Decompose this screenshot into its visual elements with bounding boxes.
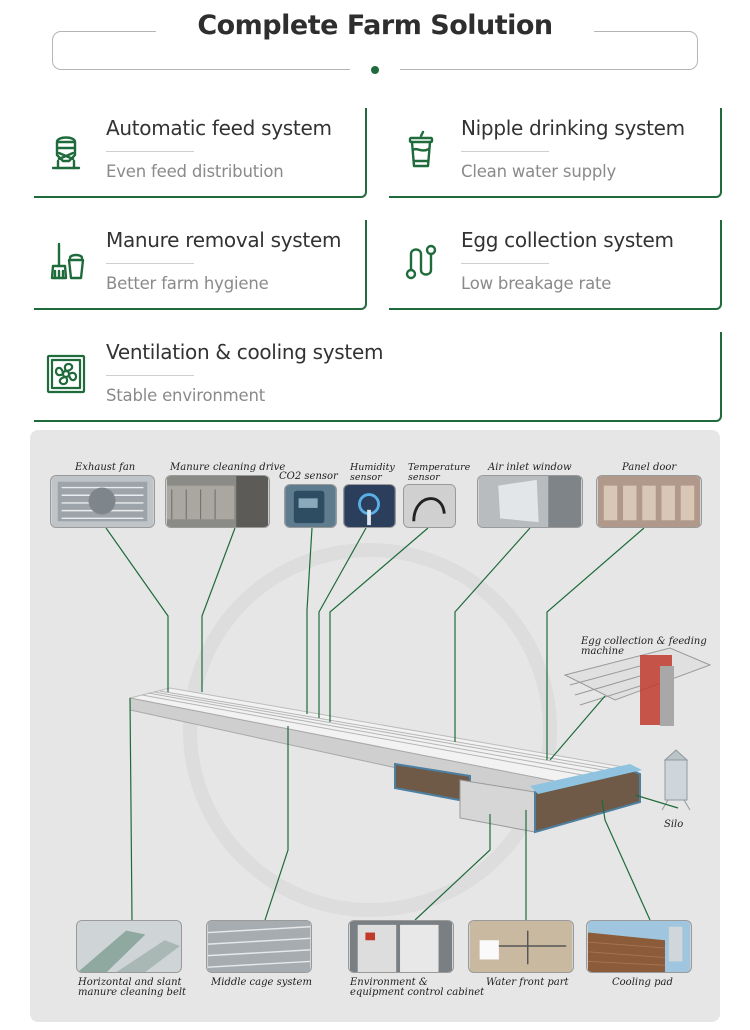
feature-subtitle: Low breakage rate [461, 274, 612, 293]
feature-subtitle: Clean water supply [461, 162, 617, 181]
feature-title: Manure removal system [106, 228, 342, 252]
feature-card-feed: Automatic feed system Even feed distribu… [34, 108, 367, 198]
thumb-manure-belt [76, 920, 182, 973]
label-water-front: Water front part [486, 977, 569, 988]
broom-bucket-icon [44, 240, 88, 284]
feature-card-ventilation: Ventilation & cooling system Stable envi… [34, 332, 722, 422]
feature-card-drinking: Nipple drinking system Clean water suppl… [389, 108, 722, 198]
label-cooling-pad: Cooling pad [612, 977, 673, 988]
label-temperature-sensor: Temperature sensor [408, 462, 471, 483]
thumb-co2-sensor [284, 484, 337, 528]
label-co2-sensor: CO2 sensor [279, 471, 338, 482]
label-air-inlet: Air inlet window [488, 462, 572, 473]
thumb-manure-drive [165, 475, 270, 528]
thumb-panel-door [596, 475, 702, 528]
feature-title: Egg collection system [461, 228, 674, 252]
label-silo: Silo [664, 819, 684, 830]
label-manure-drive: Manure cleaning drive [170, 462, 286, 473]
feature-subtitle: Stable environment [106, 386, 265, 405]
water-cup-icon [399, 128, 443, 172]
fan-icon [44, 352, 88, 396]
feature-title: Automatic feed system [106, 116, 332, 140]
label-control-cabinet: Environment & equipment control cabinet [350, 977, 485, 998]
egg-collection-icon [399, 240, 443, 284]
header-dot [371, 66, 379, 74]
thumb-exhaust-fan [50, 475, 155, 528]
label-middle-cage: Middle cage system [211, 977, 312, 988]
feature-subtitle: Even feed distribution [106, 162, 284, 181]
feature-subtitle: Better farm hygiene [106, 274, 269, 293]
house-illustration [105, 527, 712, 921]
farm-layout-diagram: Exhaust fan Manure cleaning drive CO2 se… [30, 430, 720, 1022]
thumb-water-front [468, 920, 574, 973]
feature-title: Ventilation & cooling system [106, 340, 384, 364]
thumb-humidity-sensor [343, 484, 396, 528]
thumb-control-cabinet [348, 920, 454, 973]
thumb-air-inlet [477, 475, 583, 528]
label-panel-door: Panel door [622, 462, 677, 473]
feature-card-egg: Egg collection system Low breakage rate [389, 220, 722, 310]
feature-title: Nipple drinking system [461, 116, 685, 140]
feed-silo-icon [44, 128, 88, 172]
page-title: Complete Farm Solution [197, 10, 553, 41]
label-exhaust-fan: Exhaust fan [75, 462, 136, 473]
thumb-middle-cage [206, 920, 312, 973]
label-manure-belt: Horizontal and slant manure cleaning bel… [78, 977, 187, 998]
label-egg-machine: Egg collection & feeding machine [581, 636, 707, 657]
feature-card-manure: Manure removal system Better farm hygien… [34, 220, 367, 310]
label-humidity-sensor: Humidity sensor [350, 462, 395, 483]
page-header: Complete Farm Solution [0, 0, 750, 90]
thumb-cooling-pad [586, 920, 692, 973]
thumb-temperature-sensor [403, 484, 456, 528]
